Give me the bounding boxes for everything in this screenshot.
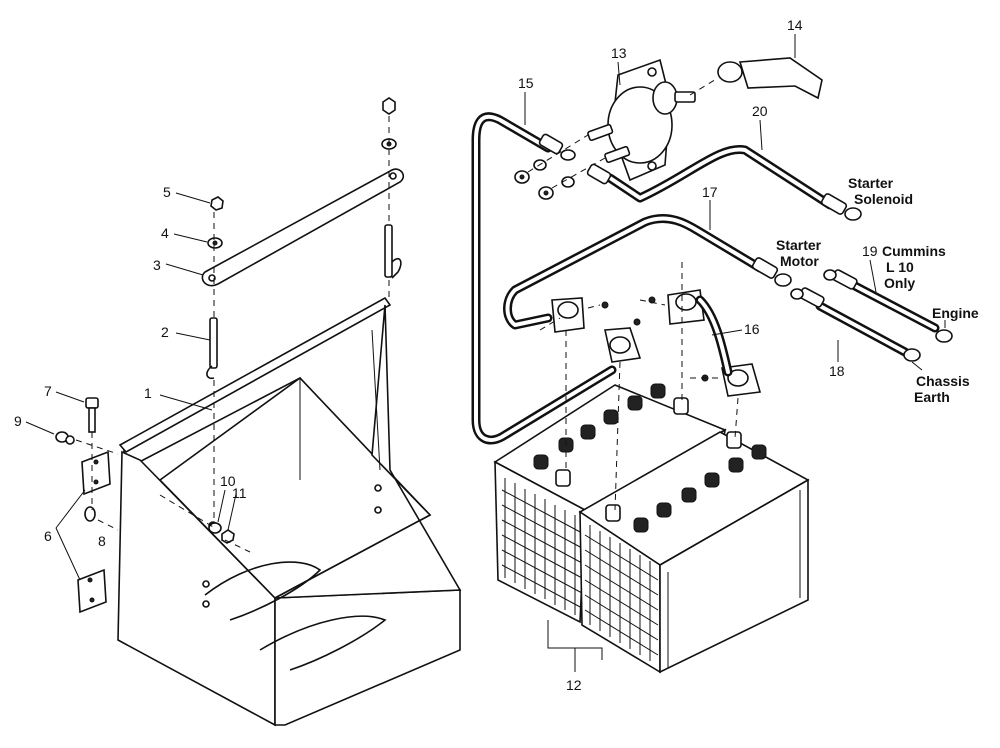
leader-lines: [25, 34, 946, 581]
callout-4: 4: [161, 225, 169, 241]
battery-left-caps: [533, 383, 689, 487]
terminal-clamp-a: [551, 297, 609, 333]
nut-washer-left: [207, 196, 224, 249]
battery-tray: [117, 296, 462, 727]
callout-11: 11: [232, 485, 247, 501]
callout-numbers: 1 2 3 4 5 6 7 8 9 10 11 12 13 14 15 16 1…: [14, 17, 878, 693]
battery-right: [578, 431, 810, 674]
annotation-starter-solenoid: Starter Solenoid: [848, 175, 913, 207]
clamp-bar: [201, 168, 405, 287]
terminal-clamp-c: [648, 289, 705, 325]
j-bolt-right: [384, 224, 402, 279]
battery-right-grid: [584, 525, 659, 661]
starter-motor-line1: Starter: [776, 237, 822, 253]
callout-6: 6: [44, 528, 52, 544]
annotation-cummins: Cummins L 10 Only: [882, 243, 946, 291]
callout-2: 2: [161, 324, 169, 340]
annotation-starter-motor: Starter Motor: [776, 237, 822, 269]
callout-16: 16: [744, 321, 760, 337]
cummins-line1: Cummins: [882, 243, 946, 259]
chassis-earth-line1: Chassis: [916, 373, 970, 389]
callout-17: 17: [702, 184, 718, 200]
callout-14: 14: [787, 17, 803, 33]
callout-8: 8: [98, 533, 106, 549]
callout-9: 9: [14, 413, 22, 429]
terminal-boot-14: [717, 57, 823, 100]
starter-solenoid-line1: Starter: [848, 175, 894, 191]
chassis-earth-line2: Earth: [914, 389, 950, 405]
starter-solenoid-line2: Solenoid: [854, 191, 913, 207]
callout-12: 12: [566, 677, 582, 693]
callout-19: 19: [862, 243, 878, 259]
solenoid-nuts: [514, 159, 575, 200]
cable-16: [695, 295, 733, 377]
starter-solenoid: [587, 58, 696, 182]
callout-20: 20: [752, 103, 768, 119]
starter-motor-line2: Motor: [780, 253, 819, 269]
bolt-7: [85, 397, 99, 433]
battery-left-grid: [501, 478, 583, 615]
cummins-line2: L 10: [886, 259, 914, 275]
mounting-plate-upper: [81, 450, 111, 496]
callout-15: 15: [518, 75, 534, 91]
cable-19: [823, 269, 953, 343]
cable-20: [586, 144, 862, 221]
callout-10: 10: [220, 473, 236, 489]
cable-15: [471, 112, 617, 445]
callout-13: 13: [611, 45, 627, 61]
callout-18: 18: [829, 363, 845, 379]
battery-right-caps: [605, 431, 767, 533]
callout-7: 7: [44, 383, 52, 399]
cable-18: [790, 287, 921, 362]
mounting-plate-lower: [77, 568, 107, 614]
callout-3: 3: [153, 257, 161, 273]
annotation-engine: Engine: [932, 305, 979, 321]
washer-9: [55, 431, 75, 445]
annotation-chassis-earth: Chassis Earth: [914, 373, 970, 405]
j-bolt-left: [206, 317, 218, 380]
cummins-line3: Only: [884, 275, 915, 291]
terminal-clamp-b: [604, 318, 642, 363]
callout-1: 1: [144, 385, 152, 401]
callout-5: 5: [163, 184, 171, 200]
cable-17: [503, 214, 792, 330]
nut-8: [84, 506, 96, 522]
